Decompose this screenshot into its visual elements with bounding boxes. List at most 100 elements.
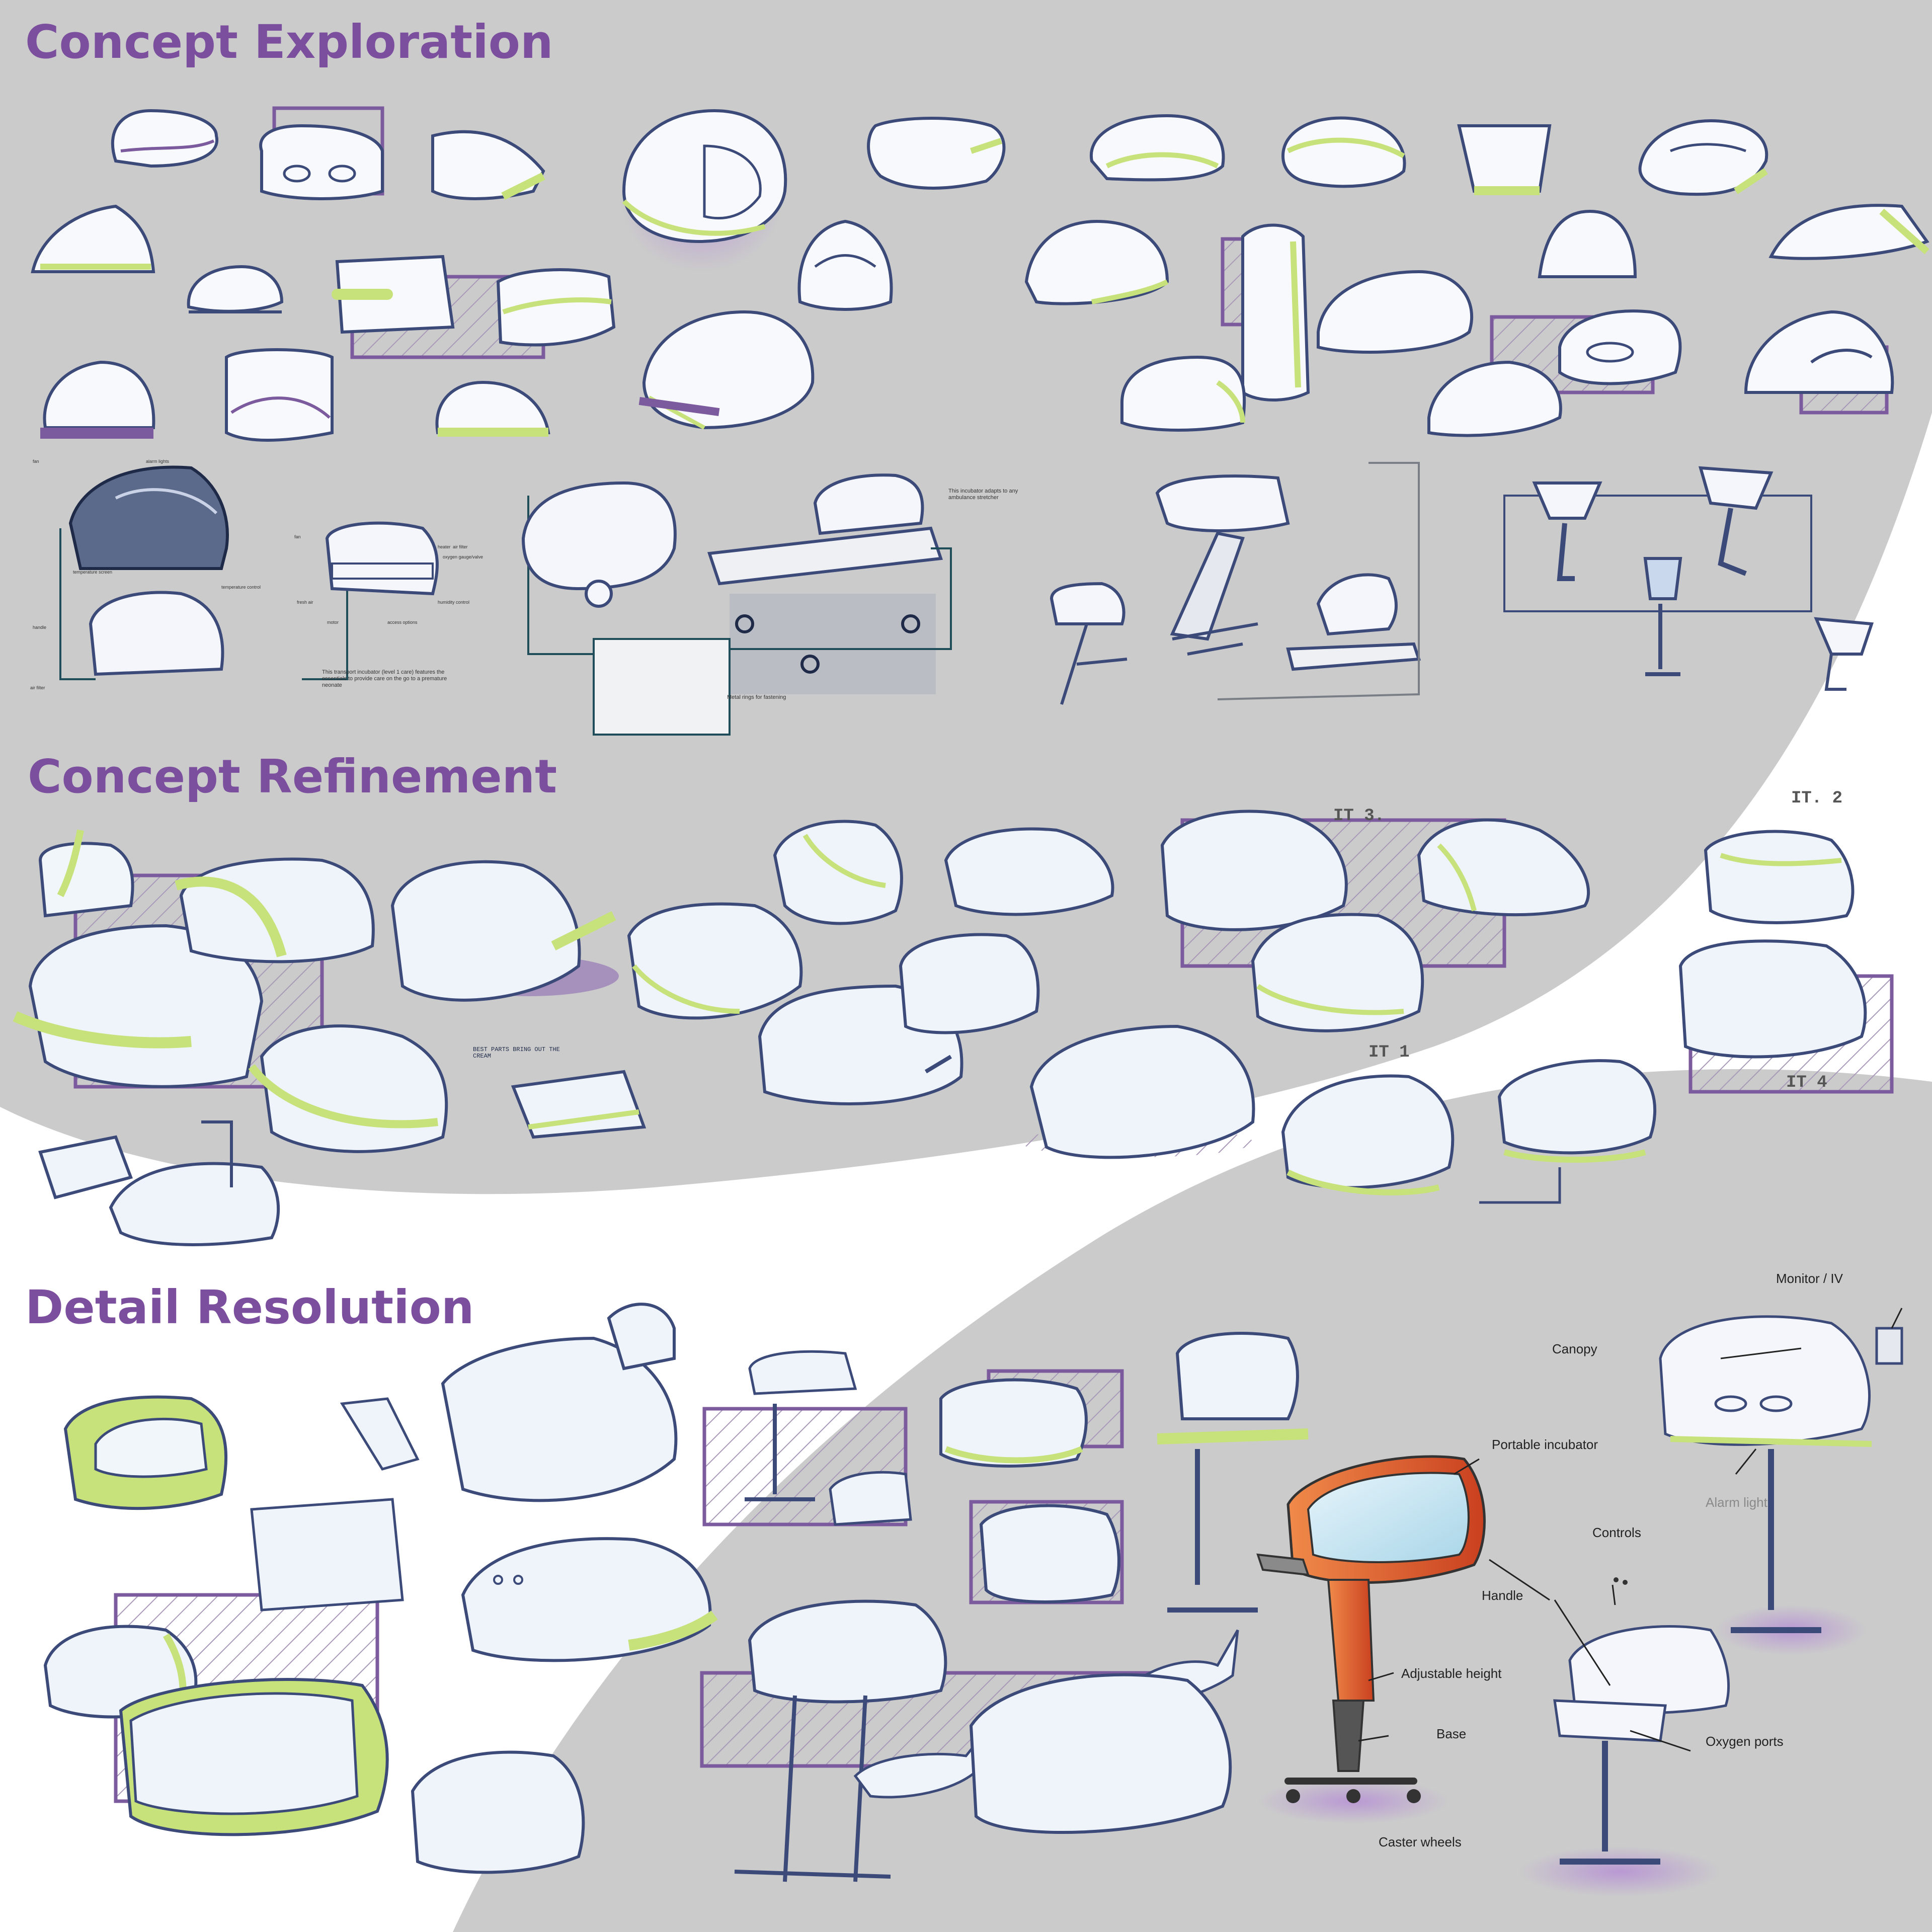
sketch-pod [1558,309,1682,385]
label-caster-wheels: Caster wheels [1379,1834,1462,1849]
annotated-transport-incubator: fan alarm lights temperature screen hand… [30,459,483,690]
section-detail: Detail Resolution [25,1280,474,1334]
sketch-pod [621,109,787,272]
sketch-pod [435,380,550,437]
detail-stand [939,1378,1088,1468]
callout-fan: fan [33,459,39,464]
section-title-detail: Detail Resolution [25,1280,474,1334]
sketch-pod [431,130,545,200]
exploration-sketches [31,106,1929,442]
refine-pod [1704,830,1855,924]
sketch-pod [1427,360,1562,437]
caption-metal-rings: Metal rings for fastening [727,694,786,700]
refine-pod [773,820,903,925]
sketch-pod [1024,219,1169,305]
callout-motor: motor [327,620,339,625]
portable-incubator-render [1256,1455,1486,1824]
section-refinement: Concept Refinement [28,750,557,803]
sketch-pod [332,255,455,334]
callout-air-filter: air filter [30,685,45,690]
callout-heater: heater [438,544,451,549]
refine-pod [627,902,803,1020]
annotated-stretcher-incubator: This incubator adapts to any ambulance s… [521,473,1018,736]
label-base: Base [1436,1726,1466,1741]
sketch-pod [225,348,334,442]
refine-pod [390,860,616,1002]
sketch-pod [1120,355,1246,432]
detail-stand [734,1599,947,1882]
iteration-4-label: IT 4 [1786,1073,1827,1092]
sketch-pod [1768,204,1929,260]
label-controls: Controls [1592,1525,1641,1540]
detail-pod [411,1750,585,1874]
section-title-refinement: Concept Refinement [28,750,557,803]
callout-fan-2: fan [294,534,301,539]
detail-stand [1157,1332,1309,1613]
detail-pod [969,1673,1232,1834]
detail-pod [119,1678,389,1836]
label-portable-incubator: Portable incubator [1492,1437,1598,1452]
refine-pod [175,857,375,963]
label-monitor-iv: Monitor / IV [1776,1271,1843,1286]
detail-pod [250,1397,420,1612]
detail-pod [441,1303,678,1502]
detail-sketches: Monitor / IV Canopy Portable incubator A… [43,1271,1903,1897]
detail-stand [745,1350,912,1526]
callout-humidity-control: humidity control [438,600,469,605]
leader-lines [1358,1308,1903,1752]
sketch-pod [187,265,284,313]
sketch-pod [867,117,1006,190]
callout-air-filter-2: air filter [453,544,468,549]
sketch-pod [1281,116,1406,188]
iteration-2-label: IT. 2 [1791,789,1842,808]
sketch-pod [1241,223,1310,401]
label-oxygen-ports: Oxygen ports [1706,1734,1784,1749]
refine-pod [899,933,1040,1034]
sketch-pod [496,268,616,347]
callout-access-options: access options [387,620,418,625]
detail-pod [461,1537,718,1662]
iteration-3-label: IT 3. [1333,807,1385,826]
callout-temperature-control: temperature control [221,585,261,590]
refine-pod [13,924,264,1088]
callout-handle: handle [33,625,46,630]
sketch-pod [1744,310,1894,394]
caption-transport: This transport incubator (level 1 care) … [322,669,447,689]
caption-ambulance: This incubator adapts to any ambulance s… [948,488,1018,501]
sketch-pod [31,204,155,273]
detail-stand [979,1504,1120,1603]
monitor-incubator-render [1519,1315,1903,1897]
sketch-pod [40,360,155,439]
label-handle: Handle [1482,1588,1523,1603]
refine-pod [1160,810,1348,931]
callout-temperature-screen: temperature screen [73,570,112,575]
refine-pod [38,1120,280,1246]
refine-pod [1029,1024,1255,1159]
sketch-pod [1317,270,1473,354]
arrow-line [1479,1167,1561,1204]
callout-oxygen-gauge: oxygen gauge/valve [443,554,483,559]
label-alarm-light: Alarm light [1706,1495,1768,1510]
refine-pod [511,1070,647,1139]
callout-alarm-lights: alarm lights [146,459,170,464]
sketch-pod [1089,114,1225,182]
sketch-pod [638,310,815,430]
refine-pod [944,827,1114,916]
section-exploration: Concept Exploration [25,15,553,69]
detail-pod [63,1395,228,1510]
refine-pod [1417,818,1590,917]
sketch-pod [1638,119,1768,196]
refinement-sketches: IT 3. IT. 2 IT 1 IT 4 BEST PARTS BRING O… [13,789,1894,1246]
sketch-pod [1538,209,1637,278]
note-best-parts: BEST PARTS BRING OUT THE CREAM [473,1046,560,1060]
refine-pod [1281,1074,1455,1195]
section-title-exploration: Concept Exploration [25,15,553,69]
sketch-pod [259,124,384,200]
sketch-pod [797,219,893,311]
iteration-1-label: IT 1 [1369,1043,1410,1062]
sketch-pod [1457,124,1552,195]
sketch-pod [111,109,219,168]
refine-pod [248,1024,448,1153]
refine-pod [38,829,134,918]
